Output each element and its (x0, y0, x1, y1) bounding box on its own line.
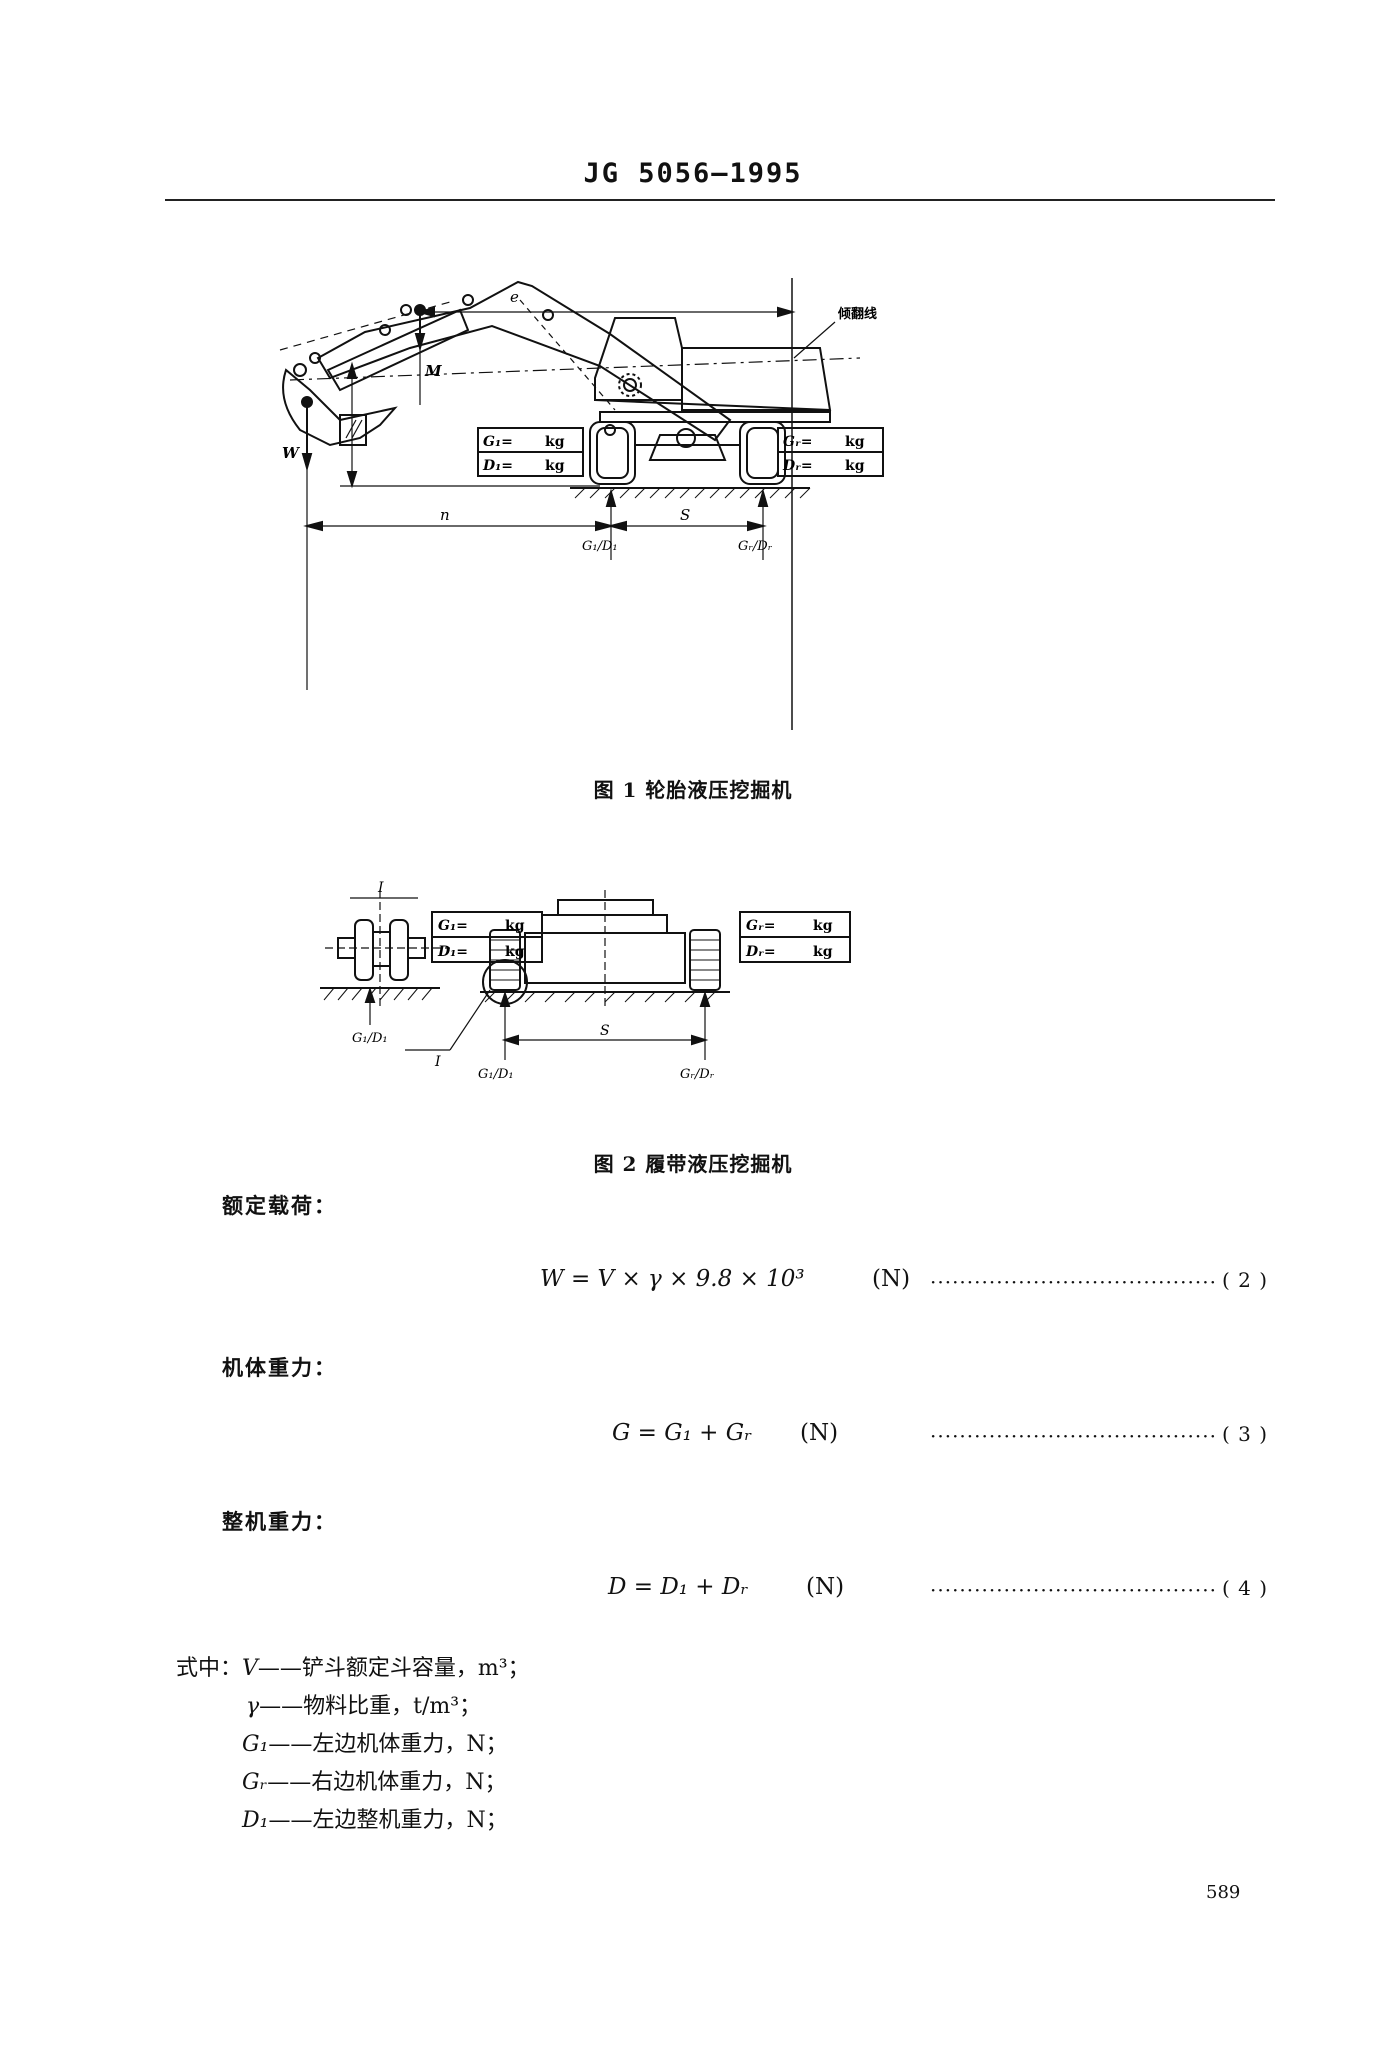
definition-row: 式中：V——铲斗额定斗容量，m³； (176, 1650, 676, 1688)
fig1-label-e: e (510, 288, 519, 306)
formula-body-weight-eq-number: ( 3 ) (1222, 1422, 1269, 1446)
fig2-box-left-d-unit: kg (505, 944, 525, 960)
formula-machine-weight-leader: ······································· (930, 1578, 1217, 1602)
fig2-box-right-d: Dᵣ= (745, 944, 776, 960)
definition-text: ——左边机体重力，N； (268, 1732, 508, 1757)
fig1-label-n: n (440, 506, 450, 524)
formula-machine-weight: D = D₁ + Dᵣ (608, 1574, 749, 1600)
definition-symbol: G₁ (242, 1732, 269, 1757)
fig1-label-s: S (680, 506, 690, 524)
fig1-box-left-d-unit: kg (545, 458, 565, 474)
definitions-prefix: 式中： (176, 1656, 243, 1681)
figure2-crawler-excavator-diagram: I G₁/D₁ I S G₁/D₁ Gᵣ/Dᵣ G₁= kg D₁= kg Gᵣ… (320, 880, 851, 1082)
definition-text: ——物料比重，t/m³； (259, 1694, 482, 1719)
variable-definitions: 式中：V——铲斗额定斗容量，m³； γ——物料比重，t/m³； G₁——左边机体… (176, 1650, 676, 1840)
definition-symbol: D₁ (242, 1808, 269, 1833)
formula-body-weight-unit: (N) (800, 1420, 839, 1446)
formula-body-weight: G = G₁ + Gᵣ (612, 1420, 753, 1446)
definition-symbol: γ (246, 1694, 260, 1719)
fig1-box-left-g: G₁= (483, 434, 513, 450)
definition-row: Gᵣ——右边机体重力，N； (176, 1764, 676, 1802)
fig1-label-tip-line: 倾翻线 (837, 306, 877, 322)
fig1-box-right-g-unit: kg (845, 434, 865, 450)
formula-rated-load-unit: (N) (872, 1266, 911, 1292)
standard-header: JG 5056—1995 (583, 158, 803, 189)
definition-row: D₁——左边整机重力，N； (176, 1802, 676, 1840)
fig2-label-gr: Gᵣ/Dᵣ (680, 1067, 715, 1082)
formula-rated-load-leader: ······································· (930, 1270, 1217, 1294)
formula-rated-load: W = V × γ × 9.8 × 10³ (540, 1266, 805, 1292)
fig2-label-gl-detail: G₁/D₁ (352, 1031, 388, 1046)
definition-text: ——右边机体重力，N； (267, 1770, 507, 1795)
fig2-box-left-g-unit: kg (505, 918, 525, 934)
fig1-box-right-d-unit: kg (845, 458, 865, 474)
fig1-box-right-d: Dᵣ= (782, 458, 813, 474)
fig2-label-i-side: I (434, 1054, 441, 1070)
section-label-body-weight: 机体重力： (222, 1355, 337, 1380)
fig2-label-s: S (600, 1023, 610, 1039)
fig2-box-right-g-unit: kg (813, 918, 833, 934)
definition-row: G₁——左边机体重力，N； (176, 1726, 676, 1764)
formula-machine-weight-eq-number: ( 4 ) (1222, 1576, 1269, 1600)
header-rule (165, 199, 1275, 201)
formula-body-weight-leader: ······································· (930, 1424, 1217, 1448)
definition-text: ——左边整机重力，N； (268, 1808, 508, 1833)
fig1-box-left-d: D₁= (482, 458, 513, 474)
fig1-label-m: M (424, 362, 442, 380)
fig1-box-right-g: Gᵣ= (783, 434, 812, 450)
fig2-box-right-d-unit: kg (813, 944, 833, 960)
fig1-label-w: W (282, 444, 301, 462)
formula-machine-weight-unit: (N) (806, 1574, 845, 1600)
fig1-label-gl: G₁/D₁ (582, 539, 618, 554)
fig2-box-left-d: D₁= (437, 944, 468, 960)
definition-row: γ——物料比重，t/m³； (176, 1688, 676, 1726)
formula-rated-load-eq-number: ( 2 ) (1222, 1268, 1269, 1292)
definition-text: ——铲斗额定斗容量，m³； (257, 1656, 530, 1681)
section-label-machine-weight: 整机重力： (222, 1509, 337, 1534)
page-number: 589 (1206, 1882, 1241, 1903)
figure1-caption: 图 1 轮胎液压挖掘机 (593, 778, 793, 802)
section-label-rated-load: 额定载荷： (222, 1193, 337, 1218)
fig2-label-i-top: I (377, 880, 384, 896)
fig2-box-left-g: G₁= (438, 918, 468, 934)
fig2-label-gl: G₁/D₁ (478, 1067, 514, 1082)
fig1-box-left-g-unit: kg (545, 434, 565, 450)
definition-symbol: Gᵣ (242, 1770, 268, 1795)
figure1-wheeled-excavator-diagram: e M W n S G₁/D₁ Gᵣ/Dᵣ 倾翻线 G₁= kg D₁= kg … (279, 278, 884, 730)
definition-symbol: V (242, 1656, 258, 1681)
figure2-caption: 图 2 履带液压挖掘机 (593, 1152, 793, 1176)
fig2-box-right-g: Gᵣ= (746, 918, 775, 934)
fig1-label-gr: Gᵣ/Dᵣ (738, 539, 773, 554)
